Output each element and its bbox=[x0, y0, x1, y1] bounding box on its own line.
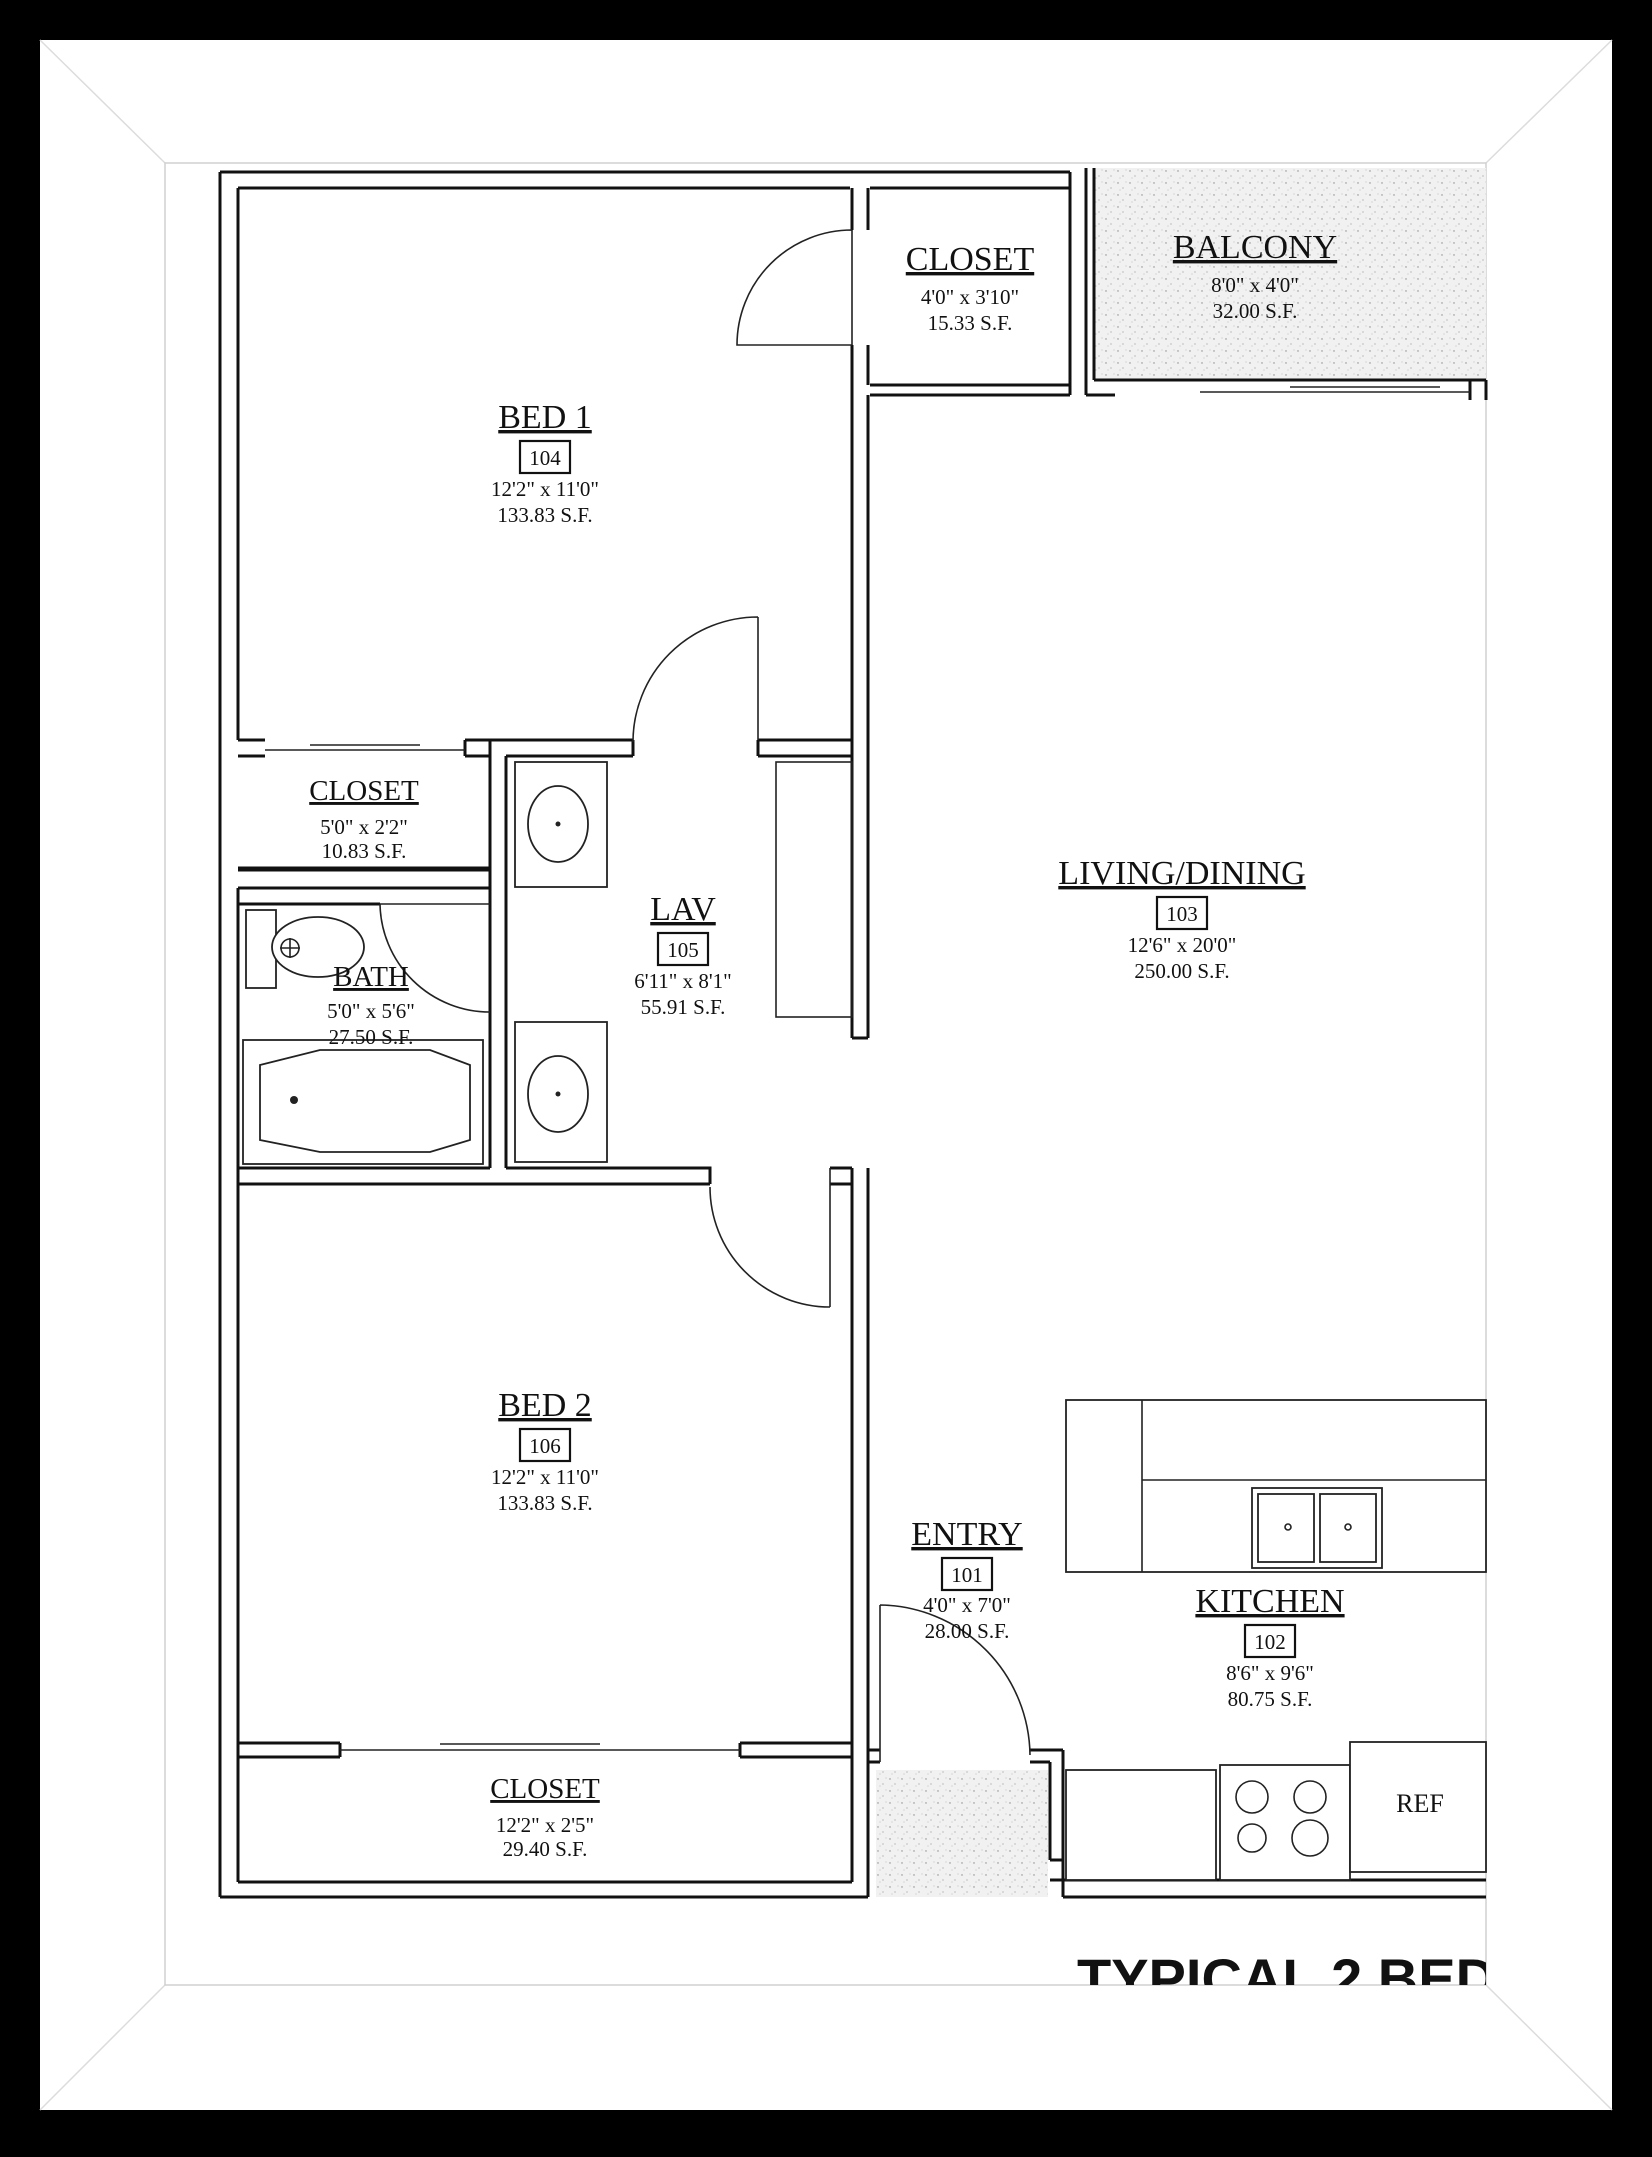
room-dims: 12'2" x 11'0" bbox=[491, 1465, 599, 1489]
room-area: 250.00 S.F. bbox=[1134, 959, 1229, 983]
room-dims: 6'11" x 8'1" bbox=[634, 969, 731, 993]
room-number-box bbox=[656, 931, 710, 967]
room-dims: 8'6" x 9'6" bbox=[1226, 1661, 1314, 1685]
range bbox=[1219, 1764, 1351, 1881]
room-dims: 4'0" x 3'10" bbox=[921, 285, 1019, 309]
room-number: 103 bbox=[1166, 902, 1198, 926]
room-area: 10.83 S.F. bbox=[322, 839, 407, 863]
room-name: BED 2 bbox=[498, 1387, 592, 1424]
room-number-box bbox=[518, 1427, 572, 1463]
mat-bevel bbox=[39, 39, 1613, 2111]
room-bed-1: BED 1 104 12'2" x 11'0" 133.83 S.F. bbox=[491, 399, 599, 527]
title-clip: TYPICAL 2 BEDRO bbox=[1077, 1947, 1580, 2010]
ref-label: REF bbox=[1396, 1789, 1444, 1818]
wardrobe-panel bbox=[775, 761, 853, 1018]
room-area: 29.40 S.F. bbox=[503, 1837, 588, 1861]
room-dims: 5'0" x 2'2" bbox=[320, 815, 408, 839]
room-name: LIVING/DINING bbox=[1058, 855, 1305, 892]
entry-landing bbox=[876, 1770, 1048, 1897]
room-closet-top: CLOSET 4'0" x 3'10" 15.33 S.F. bbox=[906, 241, 1035, 335]
room-closet-bed2: CLOSET 12'2" x 2'5" 29.40 S.F. bbox=[490, 1773, 600, 1861]
room-number-box bbox=[518, 439, 572, 475]
room-number-box bbox=[1155, 895, 1209, 931]
room-name: LAV bbox=[650, 891, 716, 928]
room-area: 15.33 S.F. bbox=[928, 311, 1013, 335]
room-number: 105 bbox=[667, 938, 699, 962]
room-kitchen: KITCHEN 102 8'6" x 9'6" 80.75 S.F. bbox=[1195, 1583, 1344, 1711]
room-number: 101 bbox=[951, 1563, 983, 1587]
room-number: 106 bbox=[529, 1434, 561, 1458]
room-number-box bbox=[940, 1556, 994, 1592]
room-name: KITCHEN bbox=[1195, 1583, 1344, 1620]
room-bed-2: BED 2 106 12'2" x 11'0" 133.83 S.F. bbox=[491, 1387, 599, 1515]
room-name: CLOSET bbox=[309, 775, 419, 807]
room-area: 133.83 S.F. bbox=[497, 503, 592, 527]
balcony-floor bbox=[1094, 168, 1486, 380]
room-area: 27.50 S.F. bbox=[329, 1025, 414, 1049]
room-balcony: BALCONY 8'0" x 4'0" 32.00 S.F. bbox=[1173, 229, 1337, 323]
room-area: 32.00 S.F. bbox=[1213, 299, 1298, 323]
room-entry: ENTRY 101 4'0" x 7'0" 28.00 S.F. bbox=[911, 1516, 1022, 1643]
room-name: BATH bbox=[333, 961, 409, 993]
base-counter bbox=[1065, 1769, 1217, 1881]
refrigerator bbox=[1349, 1741, 1487, 1873]
room-name: CLOSET bbox=[906, 241, 1035, 278]
room-number: 104 bbox=[529, 446, 561, 470]
room-number: 102 bbox=[1254, 1630, 1286, 1654]
room-area: 133.83 S.F. bbox=[497, 1491, 592, 1515]
room-closet-bed1: CLOSET 5'0" x 2'2" 10.83 S.F. bbox=[309, 775, 419, 863]
toilet-tank bbox=[245, 909, 277, 989]
room-area: 55.91 S.F. bbox=[641, 995, 726, 1019]
room-dims: 12'2" x 11'0" bbox=[491, 477, 599, 501]
room-dims: 12'2" x 2'5" bbox=[496, 1813, 594, 1837]
room-area: 80.75 S.F. bbox=[1228, 1687, 1313, 1711]
room-name: ENTRY bbox=[911, 1516, 1022, 1553]
plan-title: TYPICAL 2 BEDRO bbox=[1077, 1947, 1580, 2010]
room-dims: 12'6" x 20'0" bbox=[1128, 933, 1237, 957]
room-bath: BATH 5'0" x 5'6" 27.50 S.F. bbox=[327, 961, 415, 1049]
room-dims: 4'0" x 7'0" bbox=[923, 1593, 1011, 1617]
room-name: BED 1 bbox=[498, 399, 592, 436]
room-living-dining: LIVING/DINING 103 12'6" x 20'0" 250.00 S… bbox=[1058, 855, 1305, 983]
room-dims: 5'0" x 5'6" bbox=[327, 999, 415, 1023]
toilet-bowl bbox=[271, 916, 365, 978]
room-name: CLOSET bbox=[490, 1773, 600, 1805]
room-lav: LAV 105 6'11" x 8'1" 55.91 S.F. bbox=[634, 891, 731, 1019]
room-name: BALCONY bbox=[1173, 229, 1337, 266]
room-dims: 8'0" x 4'0" bbox=[1211, 273, 1299, 297]
walls bbox=[218, 168, 1488, 1899]
doors bbox=[265, 229, 1470, 1762]
room-number-box bbox=[1243, 1623, 1297, 1659]
fixtures bbox=[242, 761, 1487, 1881]
room-area: 28.00 S.F. bbox=[925, 1619, 1010, 1643]
